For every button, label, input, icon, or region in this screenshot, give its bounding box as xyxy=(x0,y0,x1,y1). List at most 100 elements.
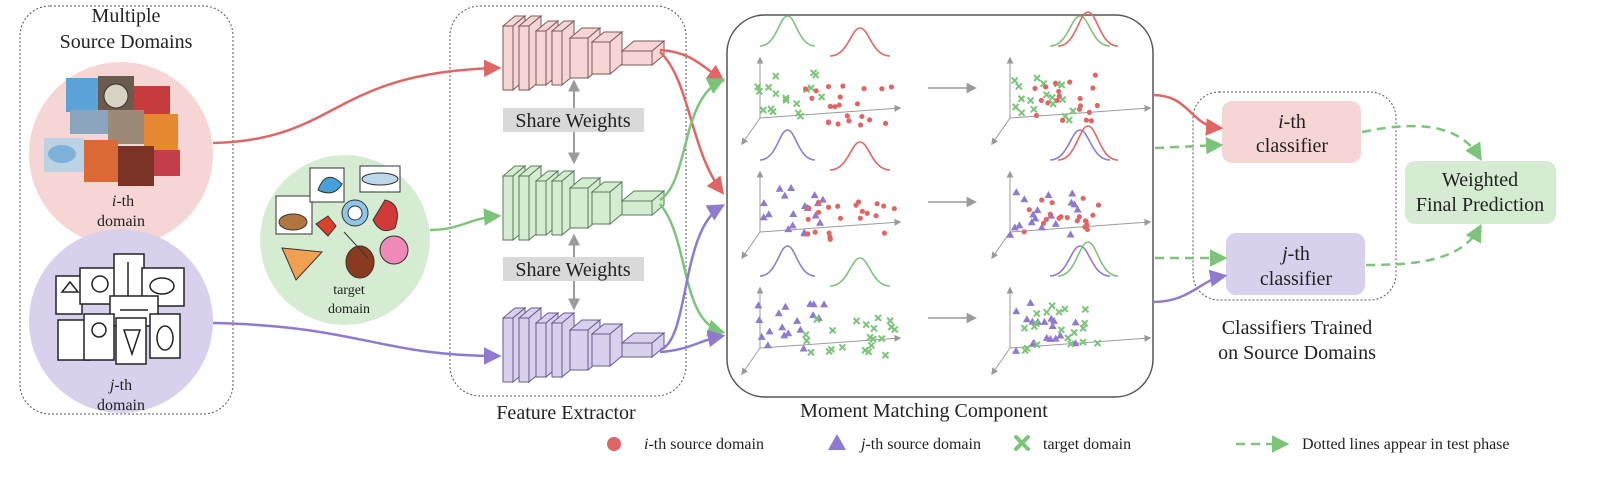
target-point-stroke xyxy=(802,330,810,339)
i-source-point xyxy=(815,199,822,206)
arrow-purple-net-to-mid xyxy=(659,204,726,352)
target-point xyxy=(1011,103,1020,111)
target-point xyxy=(1048,93,1056,102)
conv-layer-front xyxy=(518,317,530,383)
target-point-stroke xyxy=(772,89,780,98)
i-source-point xyxy=(809,95,815,101)
target-point-stroke xyxy=(813,315,821,324)
target-point xyxy=(874,314,882,322)
i-source-point xyxy=(1039,197,1045,203)
plot-axis-x xyxy=(759,334,902,349)
distribution-curve xyxy=(1057,11,1119,47)
network-i-domain xyxy=(501,14,666,92)
target-point-stroke xyxy=(1079,338,1087,346)
target-point xyxy=(794,109,803,117)
target-point-stroke xyxy=(1033,74,1041,82)
i-source-point xyxy=(1094,102,1100,109)
j-source-point xyxy=(774,309,783,317)
i-source-point xyxy=(1077,95,1083,102)
j-source-point xyxy=(1033,206,1042,214)
target-point-stroke xyxy=(1067,340,1075,348)
moment-matching-title: Moment Matching Component xyxy=(800,400,1048,422)
conv-layer-front xyxy=(621,50,653,66)
share-weights-box-top xyxy=(503,108,644,132)
j-source-point xyxy=(780,191,789,199)
target-point xyxy=(870,324,878,333)
target-point xyxy=(886,317,894,325)
target-point-stroke xyxy=(759,106,767,114)
i-source-point xyxy=(837,215,844,221)
distribution-curve xyxy=(759,245,816,277)
i-source-point xyxy=(827,236,833,242)
j-source-point xyxy=(1015,221,1024,229)
i-source-point xyxy=(805,216,811,222)
i-source-point xyxy=(1047,211,1053,217)
i-source-point xyxy=(803,86,809,92)
j-source-point xyxy=(1010,223,1019,231)
target-point xyxy=(867,341,876,350)
target-point xyxy=(802,330,810,339)
source-domains-panel xyxy=(19,5,234,415)
target-point-stroke xyxy=(1042,90,1051,99)
j-source-point xyxy=(1047,314,1056,322)
j-source-point xyxy=(1027,218,1036,226)
j-source-point xyxy=(1071,339,1080,347)
target-point-stroke xyxy=(769,107,777,116)
i-source-point xyxy=(1056,88,1062,94)
target-point xyxy=(1070,328,1078,337)
arrow-purple-net-to-bottom xyxy=(659,329,726,354)
j-source-point xyxy=(1068,189,1077,197)
target-point-stroke xyxy=(782,94,790,102)
target-point xyxy=(1057,326,1066,334)
target-point xyxy=(1030,322,1039,331)
target-point xyxy=(759,106,767,114)
legend-target-marker xyxy=(1014,435,1030,451)
i-source-point xyxy=(1032,85,1038,91)
i-source-point xyxy=(854,101,861,107)
target-point xyxy=(1017,95,1026,103)
j-source-point xyxy=(796,325,805,333)
classifiers-caption-line1: Classifiers Trained xyxy=(1222,317,1373,339)
i-source-point xyxy=(1026,207,1032,213)
j-source-point xyxy=(799,344,808,352)
j-domain-label: j-th xyxy=(108,377,132,394)
target-point xyxy=(1069,107,1077,115)
target-point-stroke xyxy=(1064,334,1072,342)
j-source-point xyxy=(764,210,773,218)
target-point xyxy=(861,346,869,354)
i-source-point xyxy=(836,102,842,108)
share-weights-top: Share Weights xyxy=(515,110,630,132)
i-source-point xyxy=(827,103,833,109)
plot-axis-x xyxy=(1009,104,1152,119)
distribution-curve xyxy=(829,27,891,57)
i-source-point xyxy=(859,208,865,214)
target-point-stroke xyxy=(1030,105,1038,114)
i-source-point xyxy=(1090,85,1096,91)
j-source-point xyxy=(1048,322,1057,330)
target-point xyxy=(764,83,773,92)
target-point xyxy=(1079,324,1087,333)
distribution-curve xyxy=(1057,241,1119,277)
legend-target-text: target domain xyxy=(1043,436,1131,453)
j-source-point xyxy=(781,302,790,310)
j-source-point xyxy=(1022,315,1031,323)
plot-axis-z xyxy=(741,117,761,146)
target-point-stroke xyxy=(1011,103,1020,111)
i-source-point xyxy=(825,204,832,210)
i-source-point xyxy=(874,201,880,207)
target-point xyxy=(1061,305,1069,313)
target-point xyxy=(1079,338,1087,346)
target-point xyxy=(807,348,815,357)
j-source-point xyxy=(763,341,772,349)
target-point xyxy=(811,71,820,79)
conv-layer-front xyxy=(621,200,653,216)
target-point xyxy=(792,100,801,108)
target-point-stroke xyxy=(754,83,762,91)
target-point-stroke xyxy=(803,336,811,345)
arrow-mm-to-i-classifier xyxy=(1152,93,1224,136)
dashed-i-classifier-to-final xyxy=(1361,124,1482,161)
arrow-green-net-to-bottom xyxy=(659,203,726,337)
i-source-point xyxy=(835,121,841,127)
i-source-point xyxy=(835,203,841,209)
target-point xyxy=(1033,341,1041,349)
